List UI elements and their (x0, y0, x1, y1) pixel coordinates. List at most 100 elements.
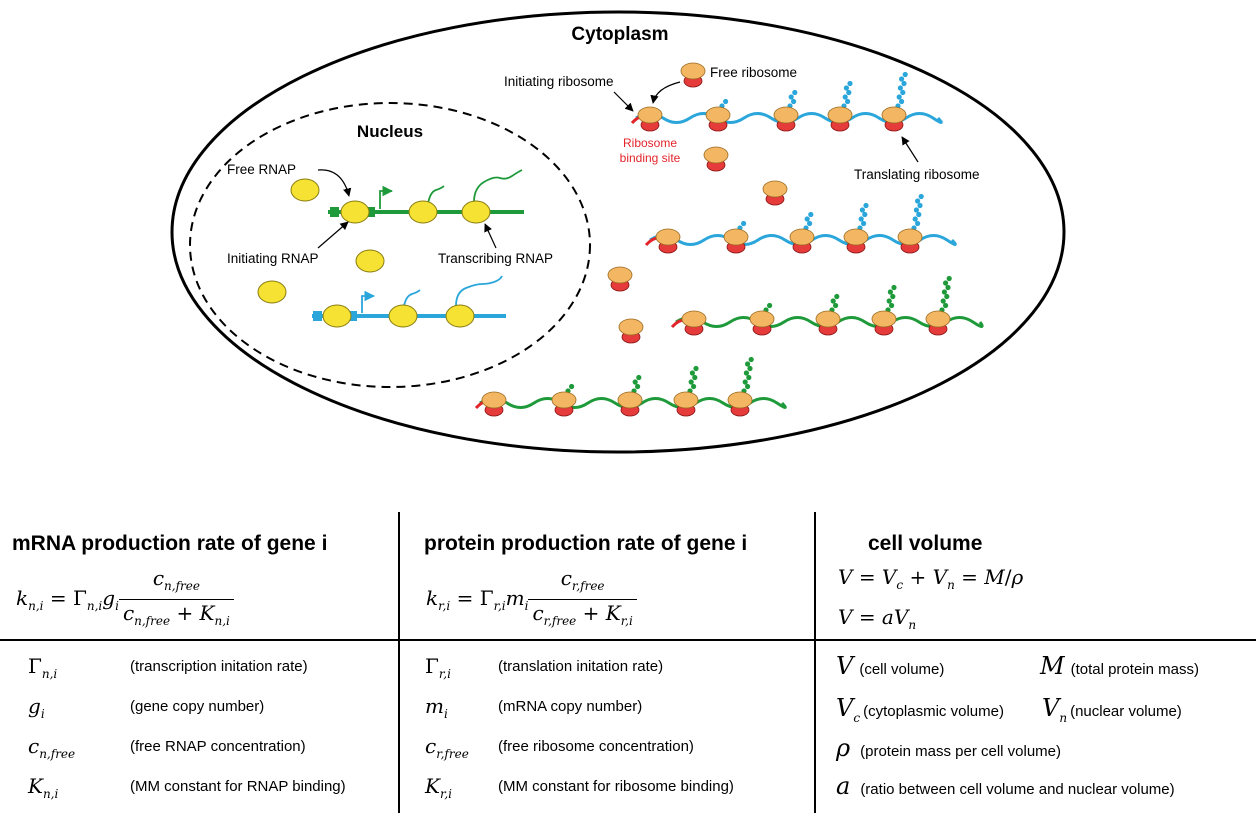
translating-ribosome-label: Translating ribosome (854, 167, 980, 182)
translating-ribosome (673, 391, 699, 417)
transcribing-rnap-label: Transcribing RNAP (438, 251, 553, 266)
legend-row: cr,free(free ribosome concentration) (425, 734, 694, 761)
nucleus-membrane (189, 102, 591, 388)
initiating-ribosome (481, 391, 507, 417)
rbs-label-line1: Ribosome (623, 136, 677, 150)
mrna (635, 112, 943, 124)
translating-ribosome (827, 106, 853, 132)
translating-ribosome (843, 228, 869, 254)
legend-desc: (MM constant for RNAP binding) (130, 778, 346, 795)
volume-equation-1: V = Vc + Vn = M/ρ (838, 565, 1024, 592)
translating-ribosome (881, 106, 907, 132)
initiating-ribosome (637, 106, 663, 132)
peptide-chain (687, 365, 699, 394)
legend-row: Kr,i(MM constant for ribosome binding) (425, 774, 734, 801)
peptide-chain (741, 356, 754, 394)
free-ribosome (618, 318, 644, 344)
protein-panel-title: protein production rate of gene i (424, 532, 748, 555)
legend-desc: (cytoplasmic volume) (863, 703, 1004, 720)
translating-ribosome (871, 310, 897, 336)
translating-ribosome (789, 228, 815, 254)
rnap-group (257, 178, 491, 328)
cell-diagram: Cytoplasm Nucleus Free RNAP Initiating R… (170, 10, 1066, 454)
rnap (445, 304, 475, 328)
free-ribosome-label: Free ribosome (710, 65, 797, 80)
legend-desc: (nuclear volume) (1070, 703, 1182, 720)
legend-desc: (MM constant for ribosome binding) (498, 778, 734, 795)
free-ribosome (703, 146, 729, 172)
rnap (408, 200, 438, 224)
rnap (290, 178, 320, 202)
peptide-chain (911, 193, 924, 231)
free-ribosome (607, 266, 633, 292)
legend-row: a(ratio between cell volume and nuclear … (836, 772, 1175, 800)
legend-row: cn,free(free RNAP concentration) (28, 734, 306, 761)
cell-membrane (170, 10, 1066, 454)
free-rnap-label: Free RNAP (227, 162, 296, 177)
peptide-chain (939, 275, 952, 313)
legend-desc: (free ribosome concentration) (498, 738, 694, 755)
initiating-ribosome (681, 310, 707, 336)
nucleus-title: Nucleus (357, 122, 423, 141)
peptide-chain (829, 293, 840, 313)
translating-ribosome (617, 391, 643, 417)
legend-desc: (free RNAP concentration) (130, 738, 306, 755)
translating-ribosome (925, 310, 951, 336)
peptide-chain (841, 80, 853, 109)
legend-row: mi(mRNA copy number) (425, 694, 643, 721)
legend-desc: (total protein mass) (1070, 661, 1199, 678)
peptide-chain (803, 211, 814, 231)
legend-row: Vc(cytoplasmic volume) (836, 694, 1004, 725)
peptide-chain (857, 202, 869, 231)
legend-row: Γn,i(transcription initation rate) (28, 654, 308, 681)
column-divider (814, 512, 816, 813)
rnap (340, 200, 370, 224)
rnap (388, 304, 418, 328)
peptide-chain (631, 374, 642, 394)
rnap (461, 200, 491, 224)
peptide-chain (895, 71, 908, 109)
rnap (355, 249, 385, 273)
translating-ribosome (727, 391, 753, 417)
legend-row: Kn,i(MM constant for RNAP binding) (28, 774, 346, 801)
legend-row: M(total protein mass) (1040, 652, 1199, 680)
volume-equation-2: V = aVn (838, 605, 917, 632)
translating-ribosome (749, 310, 775, 336)
legend-desc: (gene copy number) (130, 698, 265, 715)
initiating-ribosome (655, 228, 681, 254)
translating-ribosome (815, 310, 841, 336)
legend-desc: (translation initation rate) (498, 658, 664, 675)
row-divider (0, 639, 1256, 641)
initiating-ribosome-label: Initiating ribosome (504, 74, 614, 89)
translating-ribosome (551, 391, 577, 417)
rbs-label-line2: binding site (620, 151, 681, 165)
legend-desc: (protein mass per cell volume) (860, 743, 1062, 760)
translating-ribosome (897, 228, 923, 254)
translating-ribosome (723, 228, 749, 254)
free-ribosome (762, 180, 788, 206)
legend-desc: (ratio between cell volume and nuclear v… (860, 781, 1175, 798)
free-ribosome (680, 62, 706, 88)
peptide-chain (787, 89, 798, 109)
rnap (322, 304, 352, 328)
column-divider (398, 512, 400, 813)
legend-desc: (cell volume) (859, 661, 945, 678)
legend-row: Γr,i(translation initation rate) (425, 654, 664, 681)
legend-row: gi(gene copy number) (28, 694, 265, 721)
initiating-rnap-label: Initiating RNAP (227, 251, 319, 266)
legend-desc: (mRNA copy number) (498, 698, 643, 715)
peptide-chain (885, 284, 897, 313)
legend-row: V(cell volume) (836, 652, 945, 680)
mrna-panel-title: mRNA production rate of gene i (12, 532, 328, 555)
legend-row: ρ(protein mass per cell volume) (836, 734, 1062, 762)
translating-ribosome (705, 106, 731, 132)
mrna-strands (474, 62, 984, 417)
legend-desc: (transcription initation rate) (130, 658, 308, 675)
cytoplasm-title: Cytoplasm (571, 24, 668, 45)
translating-ribosome (773, 106, 799, 132)
legend-row: Vn(nuclear volume) (1042, 694, 1182, 725)
rnap (257, 280, 287, 304)
volume-panel-title: cell volume (868, 532, 983, 555)
